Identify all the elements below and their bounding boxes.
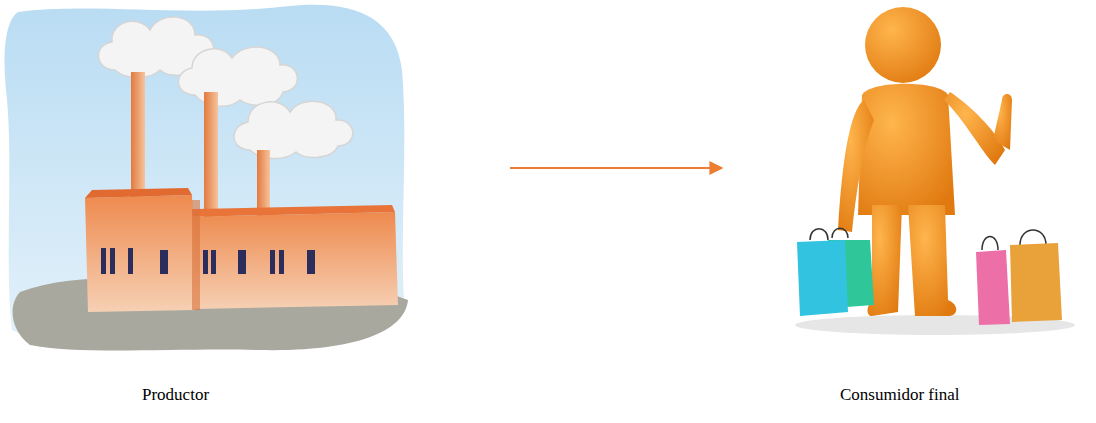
- producer-node: Productor: [10, 5, 510, 415]
- node-label: Productor: [142, 385, 209, 405]
- shopping-bags: [797, 228, 1062, 325]
- factory-windows: [101, 248, 315, 274]
- factory-background: [5, 5, 409, 351]
- factory-building: [85, 188, 398, 312]
- flow-arrow: [510, 167, 722, 169]
- node-label: Consumidor final: [840, 385, 959, 405]
- consumer-node: Consumidor final: [722, 5, 1090, 415]
